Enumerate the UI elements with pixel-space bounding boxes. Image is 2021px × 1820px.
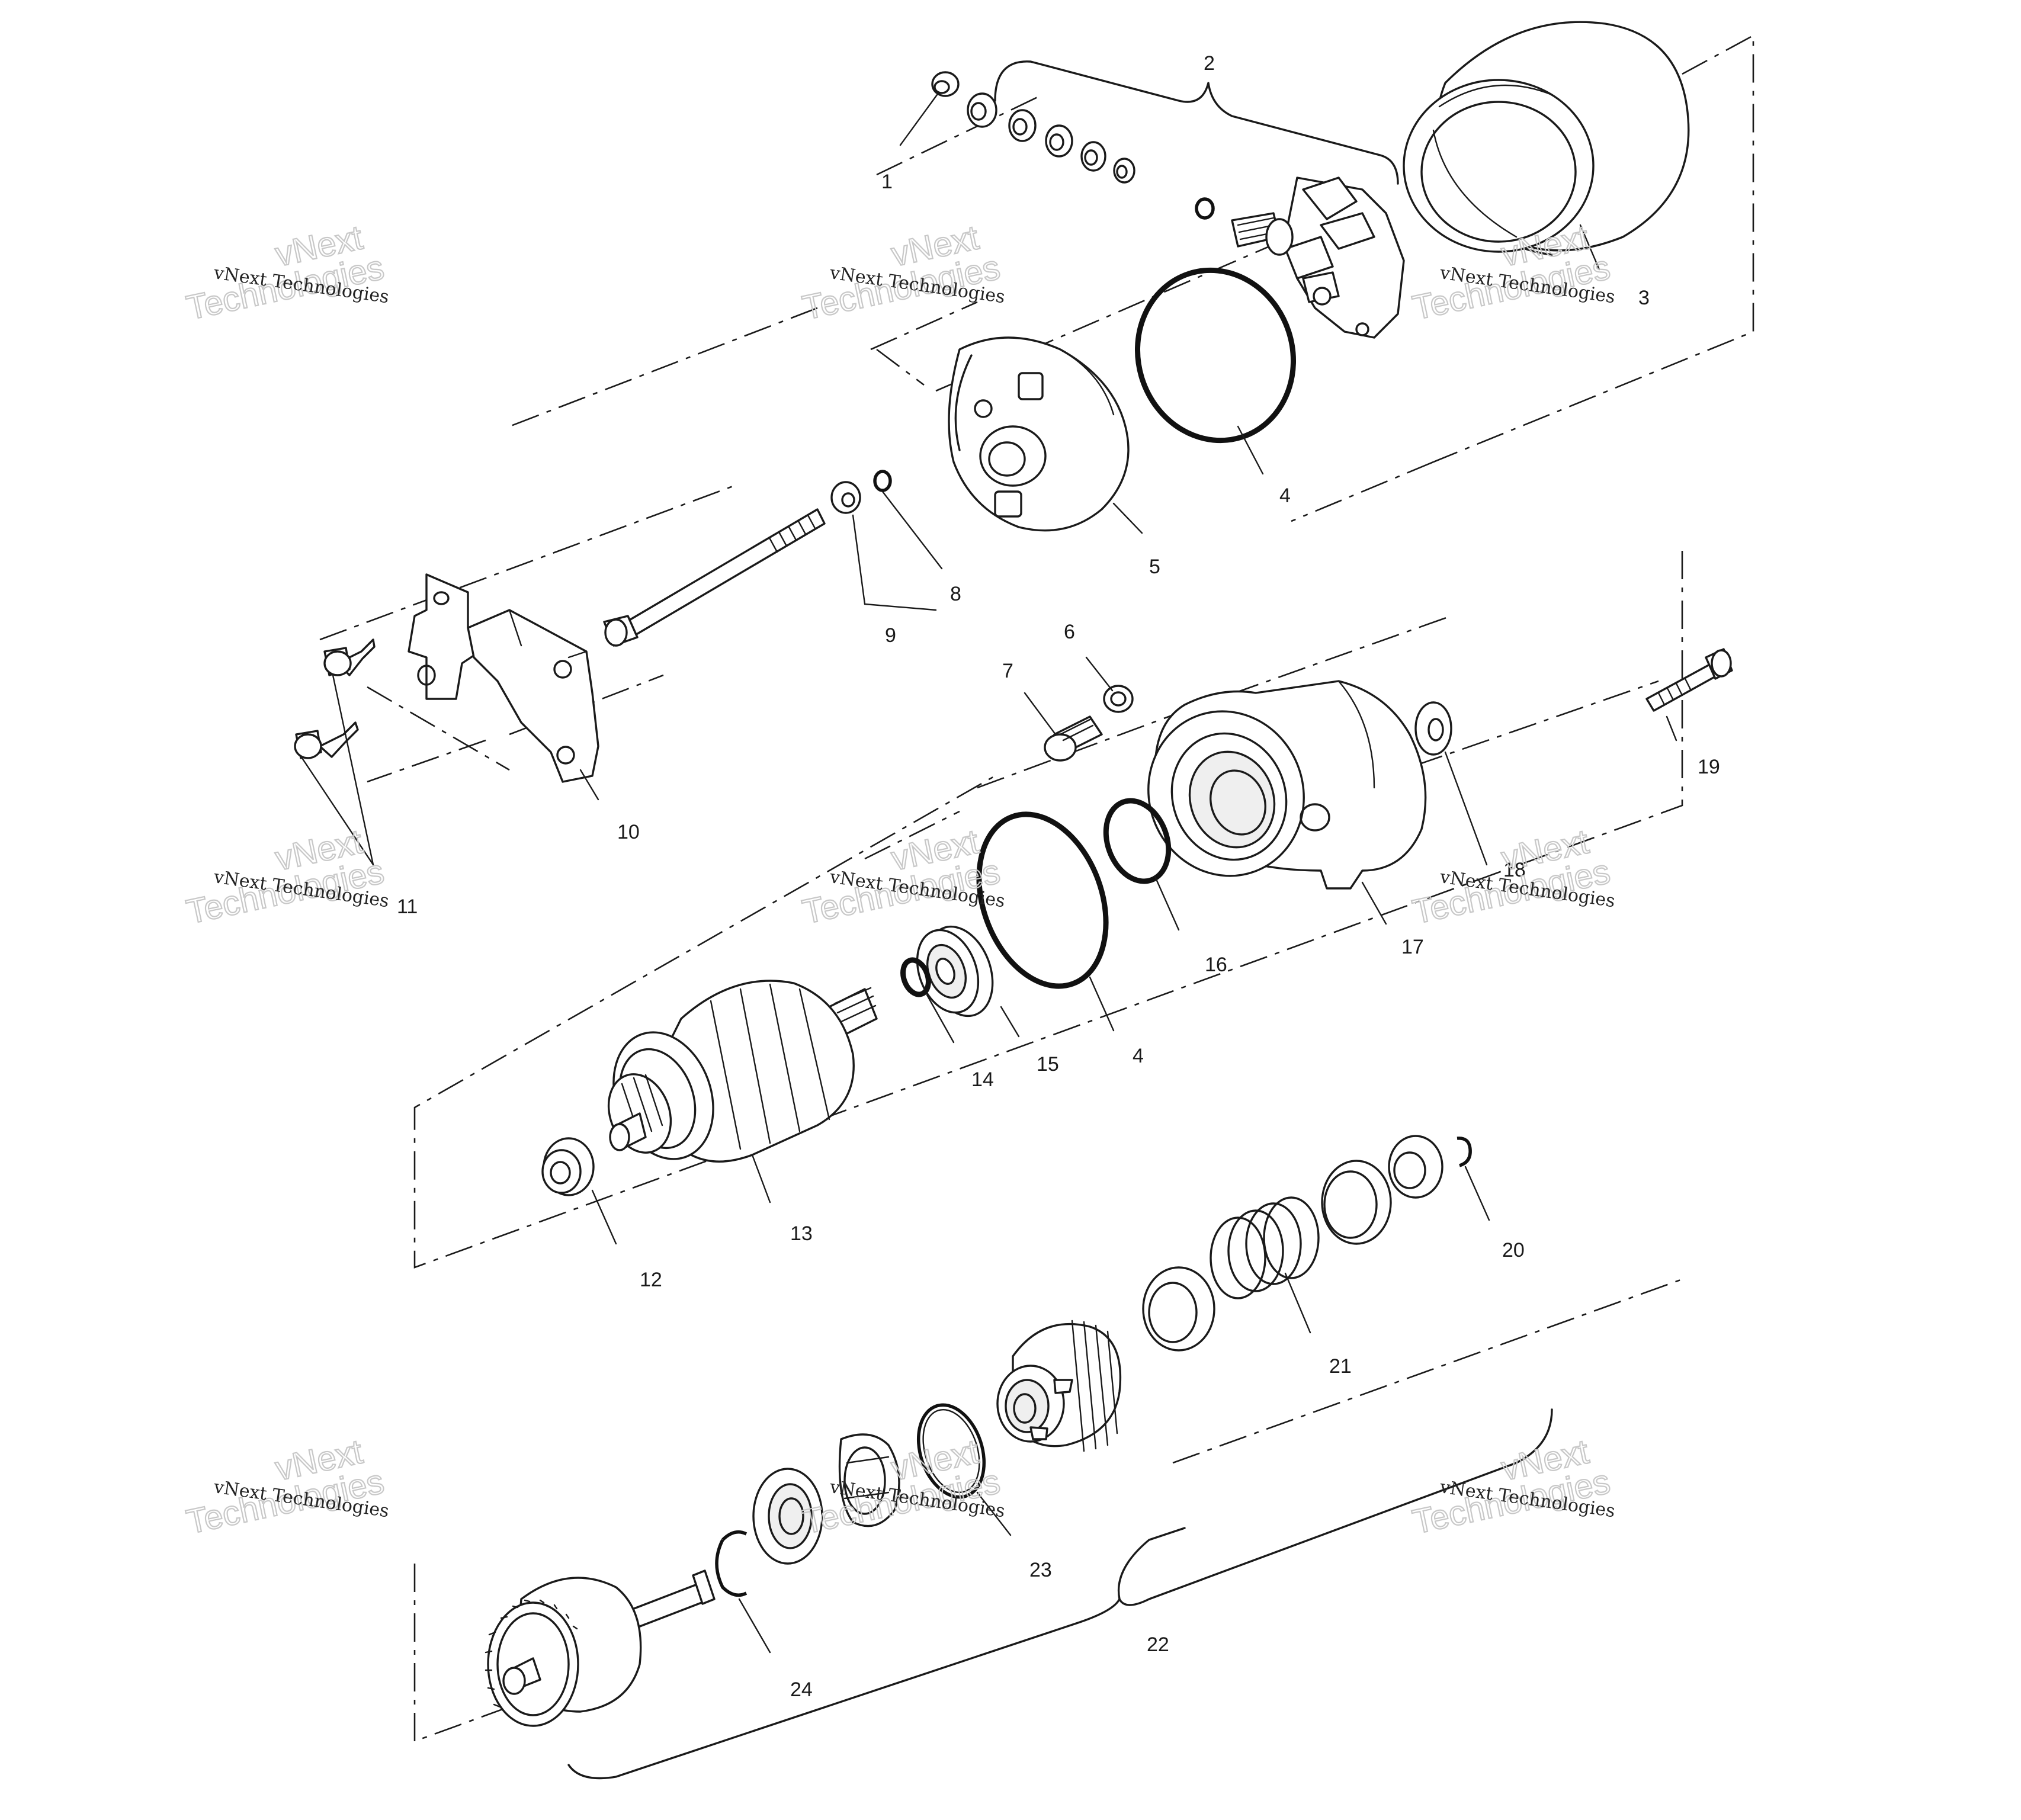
label-14: 14 [971, 1068, 994, 1091]
part-number-labels: 1 2 3 4 5 8 9 6 7 10 11 19 18 16 17 4 15… [397, 52, 1720, 1701]
watermark: vNext Technologies vNext Technologies [182, 217, 390, 328]
part-clutch-plate [838, 1433, 900, 1527]
watermark: vNext Technologies vNext Technologies [798, 1431, 1006, 1542]
label-20: 20 [1502, 1239, 1525, 1262]
label-1: 1 [881, 171, 893, 193]
label-2: 2 [1204, 52, 1215, 75]
label-11: 11 [397, 895, 418, 918]
label-16: 16 [1205, 954, 1227, 976]
label-6: 6 [1064, 621, 1075, 643]
label-18: 18 [1503, 859, 1526, 881]
watermark: vNext Technologies vNext Technologies [1409, 1431, 1616, 1542]
part-thrust-washer [752, 1468, 823, 1565]
part-friction-ring [916, 1403, 986, 1499]
label-15: 15 [1037, 1053, 1059, 1076]
label-13: 13 [790, 1222, 813, 1245]
part-snap-ring-drive [1457, 1137, 1472, 1167]
part-overrunning-clutch [996, 1320, 1122, 1452]
part-snap-ring-armature [900, 957, 931, 997]
part-terminal-nut-and-bolt [1044, 685, 1134, 762]
part-o-ring-lower [976, 811, 1109, 989]
label-24: 24 [790, 1678, 813, 1701]
label-4-upper: 4 [1279, 484, 1291, 507]
part-drive-sleeve [1321, 1160, 1392, 1245]
part-nut [931, 71, 960, 97]
part-housing-bolt [1645, 648, 1733, 712]
watermark: vNext Technologies vNext Technologies [182, 1431, 390, 1542]
watermark: vNext Technologies vNext Technologies [182, 821, 390, 932]
watermark: vNext Technologies vNext Technologies [798, 217, 1006, 328]
part-spring-retainer [1142, 1266, 1215, 1352]
part-housing-washer [1414, 701, 1452, 756]
watermark: vNext Technologies vNext Technologies [1409, 821, 1616, 932]
label-12: 12 [640, 1269, 662, 1291]
label-10: 10 [617, 821, 640, 843]
part-mounting-bracket [408, 573, 599, 783]
part-drive-stop-collar [1388, 1135, 1443, 1199]
label-23: 23 [1029, 1559, 1052, 1581]
leader-lines [301, 94, 1677, 1654]
part-armature [607, 980, 878, 1163]
label-5: 5 [1149, 556, 1160, 578]
label-3: 3 [1638, 287, 1650, 309]
part-through-bolt [603, 481, 861, 647]
label-4-lower: 4 [1133, 1045, 1144, 1067]
part-retaining-ring [715, 1530, 748, 1597]
part-pinion-gear-shaft [485, 1569, 716, 1727]
part-o-ring-housing [1103, 798, 1172, 884]
label-9: 9 [885, 624, 896, 647]
part-bracket-bolts [294, 638, 376, 759]
label-17: 17 [1401, 936, 1424, 958]
part-terminal-washer-kit [967, 92, 1135, 184]
watermark: vNext Technologies vNext Technologies [798, 821, 1006, 932]
part-front-housing [1147, 680, 1427, 890]
part-drive-spring [1210, 1196, 1320, 1299]
watermark-group: vNext Technologies vNext Technologies vN… [182, 217, 1616, 1542]
part-o-ring-upper [1134, 267, 1297, 444]
label-8: 8 [950, 583, 961, 605]
braces [567, 60, 1553, 1780]
part-brush-holder [1195, 176, 1405, 339]
part-small-o-ring [873, 470, 892, 492]
label-19: 19 [1698, 756, 1720, 778]
label-7: 7 [1002, 660, 1013, 682]
label-22: 22 [1147, 1633, 1169, 1656]
part-bushing [541, 1137, 595, 1196]
label-21: 21 [1329, 1355, 1352, 1378]
part-rear-cover [948, 336, 1130, 532]
part-yoke-housing [1403, 21, 1690, 256]
part-bearing [916, 925, 994, 1017]
